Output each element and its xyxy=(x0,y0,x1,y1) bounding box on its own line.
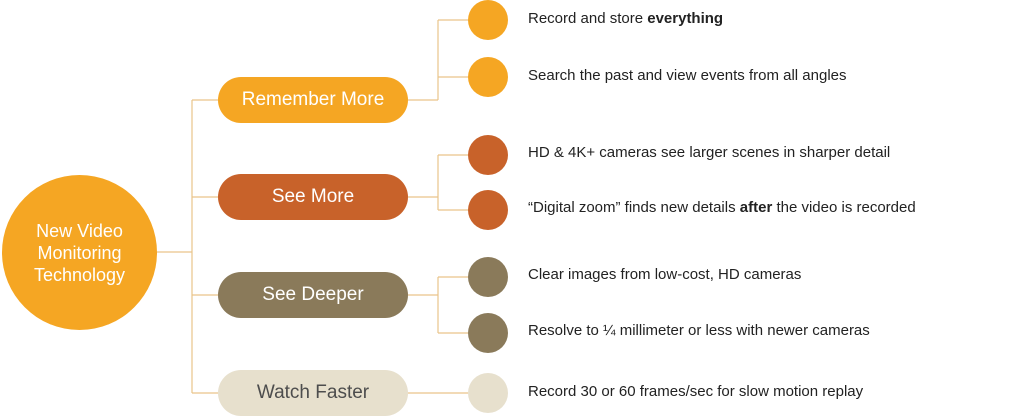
root-label-line: Technology xyxy=(33,264,126,285)
root-node: New Video Monitoring Technology xyxy=(2,175,157,330)
leaf-item: Record 30 or 60 frames/sec for slow moti… xyxy=(528,383,864,400)
branch-see-more: See More xyxy=(218,174,408,220)
branch-watch-faster: Watch Faster xyxy=(218,370,408,416)
leaf-item: Record and store everything xyxy=(528,10,724,27)
branch-see-deeper: See Deeper xyxy=(218,272,408,318)
leaf-item: Search the past and view events from all… xyxy=(528,67,847,84)
leaf-dot xyxy=(468,313,508,353)
leaf-item: “Digital zoom” finds new details after t… xyxy=(528,199,916,216)
branch-remember-more: Remember More xyxy=(218,77,408,123)
root-label-line: Monitoring xyxy=(37,242,122,263)
leaf-item: Clear images from low-cost, HD cameras xyxy=(528,266,802,283)
root-label-line: New Video xyxy=(36,220,123,241)
leaf-dot xyxy=(468,57,508,97)
leaf-item: HD & 4K+ cameras see larger scenes in sh… xyxy=(528,144,891,161)
branch-label: See Deeper xyxy=(262,284,364,305)
leaf-dot xyxy=(468,257,508,297)
leaf-item: Resolve to ¼ millimeter or less with new… xyxy=(528,322,870,339)
leaf-dot xyxy=(468,373,508,413)
branch-label: See More xyxy=(271,186,355,207)
leaf-dot xyxy=(468,190,508,230)
leaf-dot xyxy=(468,0,508,40)
leaf-dot xyxy=(468,135,508,175)
branch-label: Remember More xyxy=(241,89,385,110)
branch-label: Watch Faster xyxy=(256,382,370,403)
